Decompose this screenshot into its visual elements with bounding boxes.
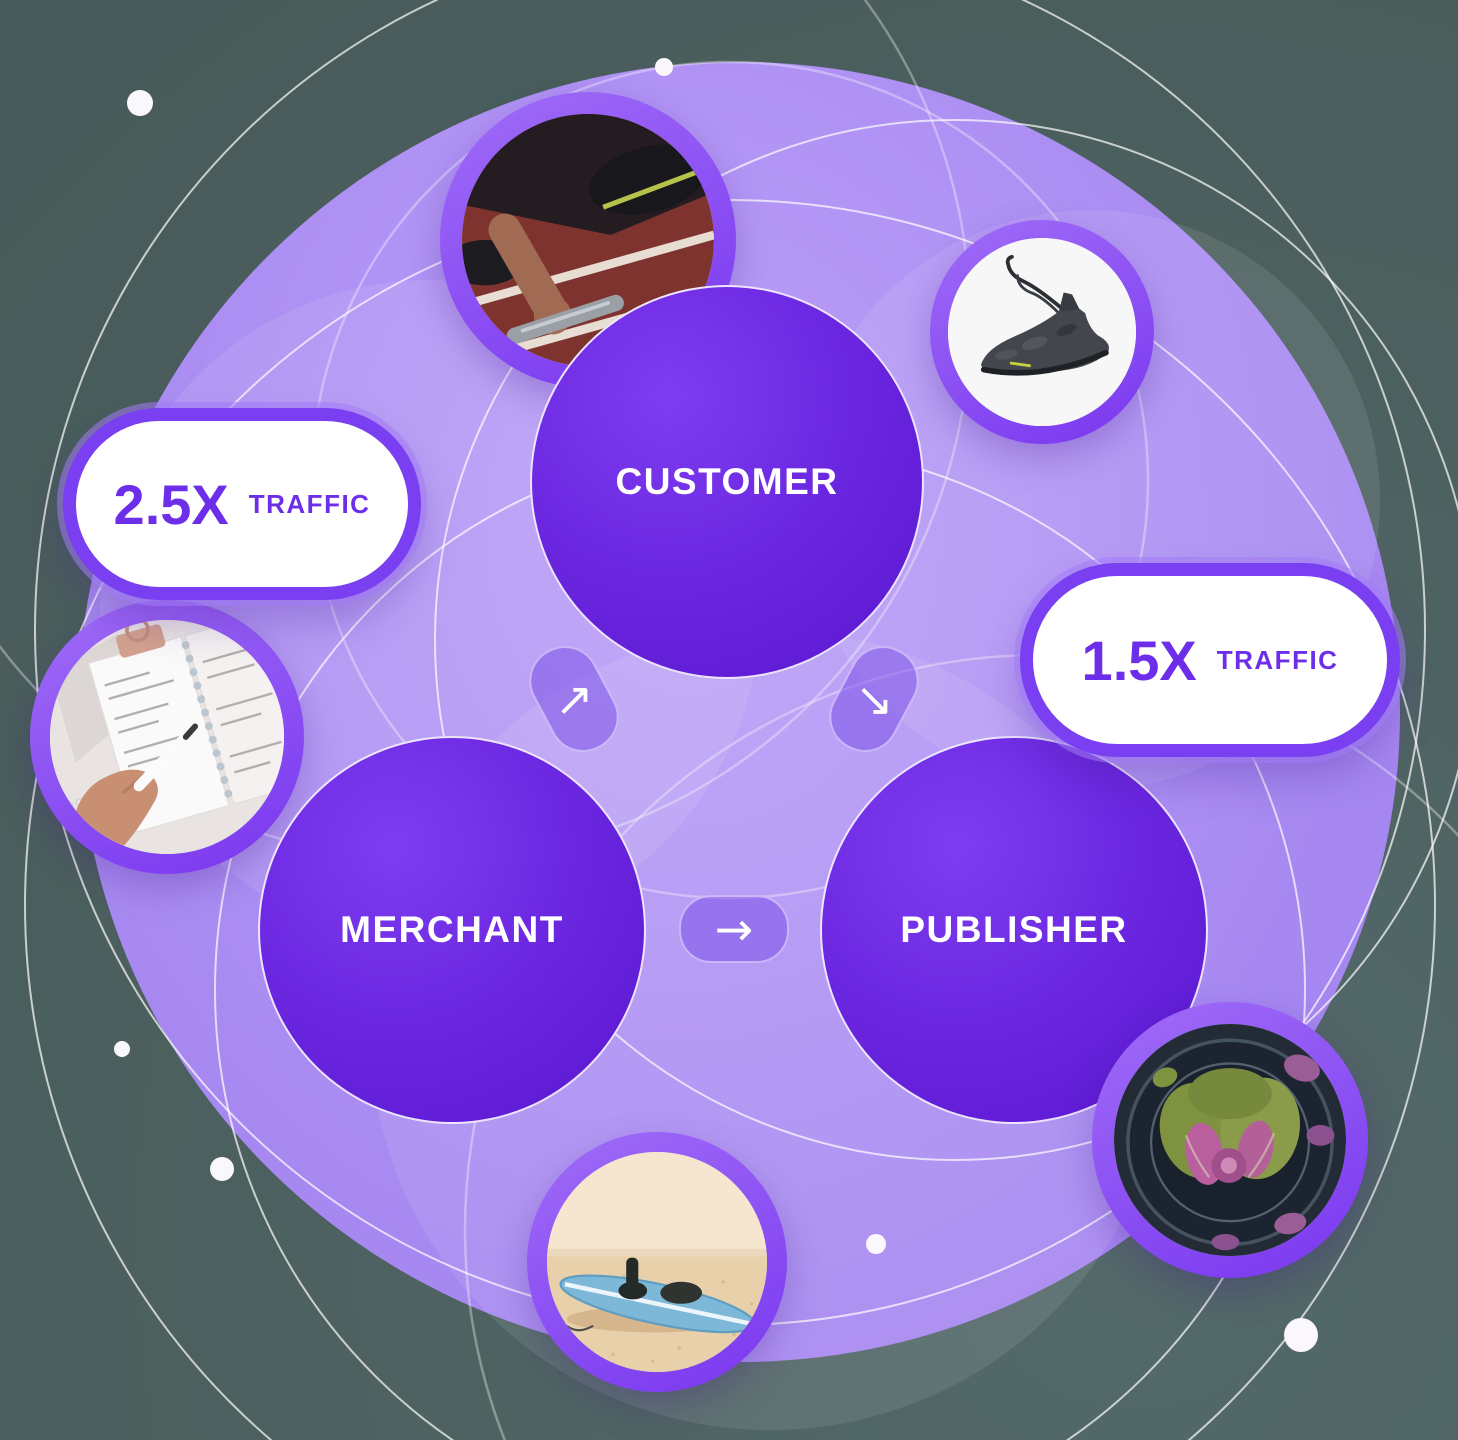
surfboard-photo [527, 1132, 787, 1392]
sneaker-photo [930, 220, 1154, 444]
traffic-badge-left: 2.5X TRAFFIC [63, 408, 421, 600]
traffic-label: TRAFFIC [248, 488, 371, 519]
node-customer: CUSTOMER [530, 285, 924, 679]
white-dot [1284, 1318, 1318, 1352]
planner-photo-image [50, 620, 284, 854]
white-dot [127, 90, 153, 116]
white-dot [114, 1041, 130, 1057]
salad-photo [1092, 1002, 1368, 1278]
arrow-up-right-icon: ↗ [554, 672, 594, 727]
traffic-multiplier-value: 1.5X [1081, 628, 1197, 692]
surfboard-photo-image [547, 1152, 767, 1372]
traffic-label: TRAFFIC [1216, 644, 1339, 675]
white-dot [210, 1157, 234, 1181]
arrow-merchant-to-publisher: → [679, 895, 789, 963]
salad-photo-image [1114, 1024, 1346, 1256]
runner-photo [440, 92, 736, 388]
white-dot [866, 1234, 886, 1254]
node-customer-label: CUSTOMER [615, 461, 839, 502]
node-merchant: MERCHANT [258, 736, 646, 1124]
node-merchant-label: MERCHANT [340, 909, 564, 950]
arrow-down-right-icon: ↘ [854, 671, 894, 726]
node-publisher-label: PUBLISHER [900, 909, 1128, 950]
traffic-badge-right: 1.5X TRAFFIC [1020, 563, 1400, 757]
arrow-right-icon: → [714, 902, 754, 956]
white-dot [655, 58, 673, 76]
sneaker-photo-image [948, 238, 1136, 426]
planner-photo [30, 600, 304, 874]
traffic-multiplier-value: 2.5X [113, 472, 229, 536]
